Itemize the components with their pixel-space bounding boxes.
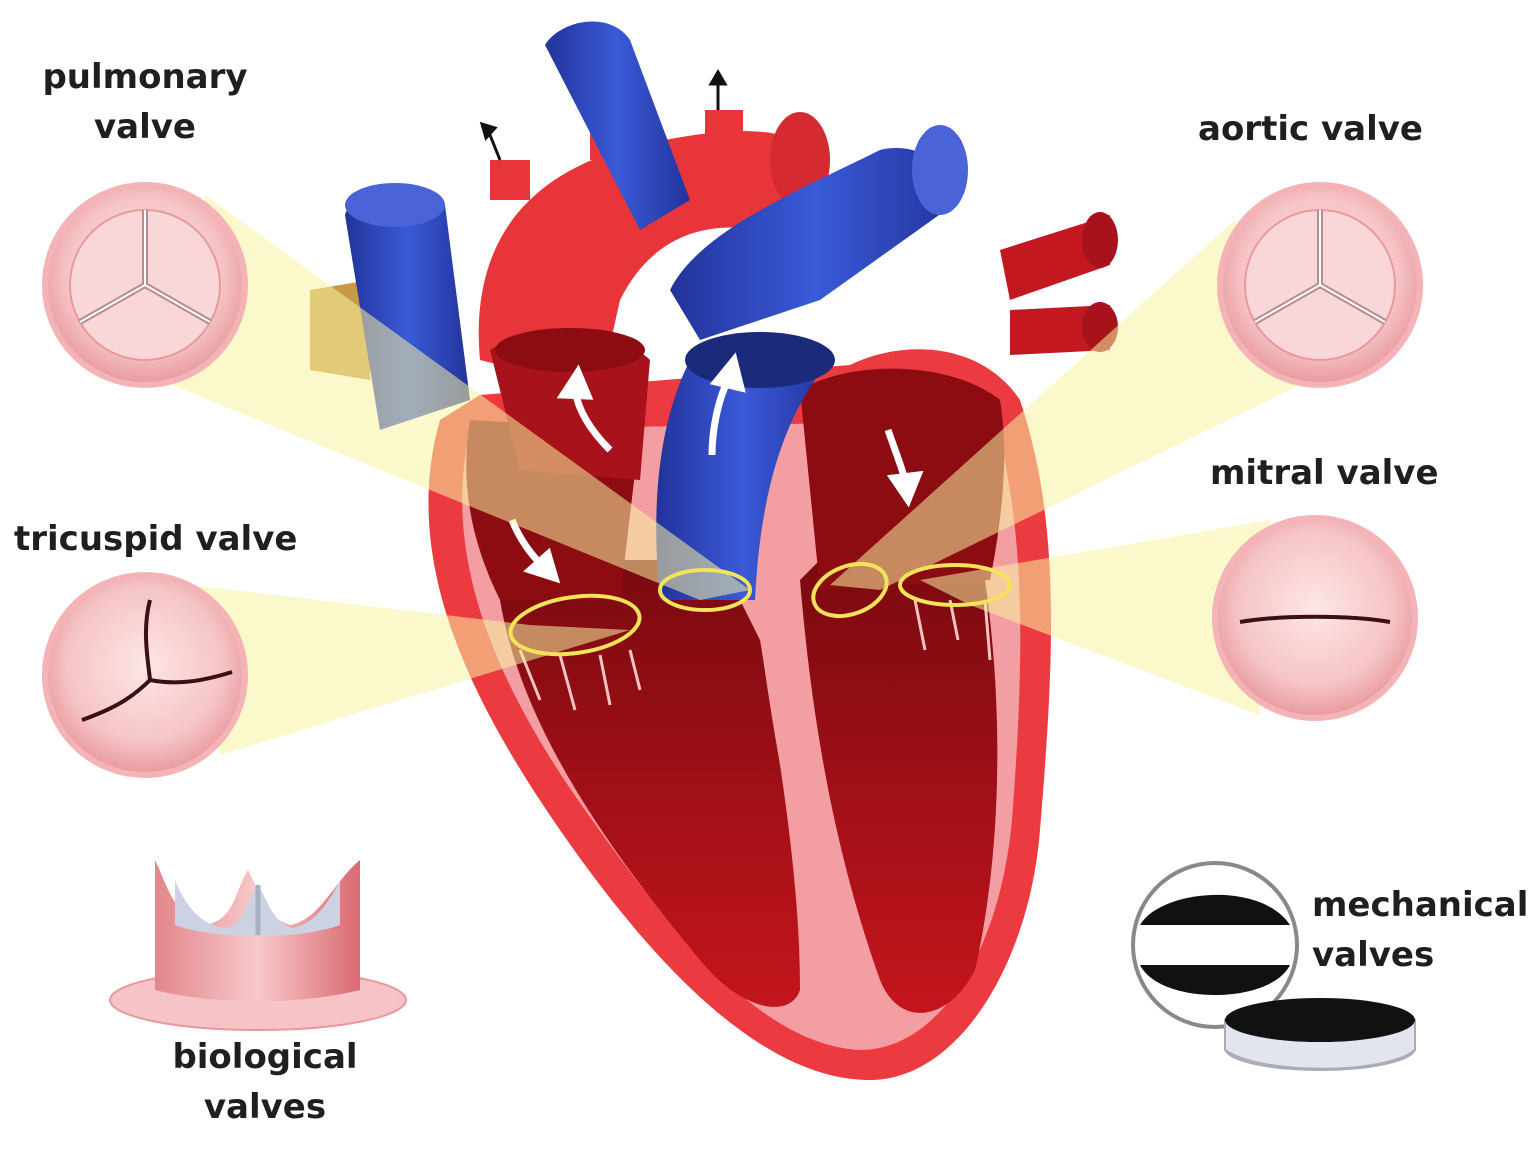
- biological-valves-label-line2: valves: [203, 1087, 327, 1127]
- biological-valves-label-line1: biological: [172, 1037, 358, 1077]
- biological-valve-icon: [109, 860, 407, 1031]
- mechanical-valve-icon: [1131, 861, 1416, 1071]
- right-ventricle: [500, 560, 800, 1007]
- pulmonary-valve-label: pulmonary valve: [35, 52, 255, 152]
- pulmonary-valve-icon: [42, 182, 248, 388]
- mitral-valve-label: mitral valve: [1210, 453, 1439, 493]
- tricuspid-ring: [508, 593, 642, 657]
- pulmonary-ring: [658, 568, 752, 612]
- mechanical-valves-label-line1: mechanical: [1312, 885, 1529, 925]
- tricuspid-beam: [190, 585, 630, 755]
- aortic-beam: [830, 220, 1320, 590]
- pulmonary-trunk: [656, 360, 830, 600]
- mechanical-valves-label: mechanical valves: [1312, 880, 1528, 980]
- pulmonary-valve-label-line1: pulmonary: [42, 57, 248, 97]
- mitral-ring: [898, 563, 1012, 607]
- mitral-beam: [920, 520, 1270, 715]
- tricuspid-valve-label: tricuspid valve: [14, 519, 298, 559]
- aorta: [478, 131, 817, 390]
- aortic-valve-icon: [1217, 182, 1423, 388]
- pulmonary-beam: [160, 195, 750, 600]
- mitral-valve-icon: [1212, 515, 1418, 721]
- valve-rings: [508, 561, 1012, 657]
- tricuspid-valve-icon: [42, 572, 248, 778]
- flow-arrows-white: [508, 352, 924, 584]
- mechanical-valves-label-line2: valves: [1312, 935, 1435, 975]
- aortic-valve-label: aortic valve: [1198, 109, 1423, 149]
- left-ventricle: [800, 560, 998, 1013]
- aortic-ring: [811, 561, 889, 619]
- pulmonary-artery: [545, 21, 690, 230]
- highlight-beams: [160, 195, 1320, 755]
- heart-illustration: [310, 21, 1118, 1081]
- pulmonary-branch: [670, 148, 960, 340]
- pulmonary-valve-label-line2: valve: [94, 107, 196, 147]
- biological-valves-label: biological valves: [150, 1032, 380, 1132]
